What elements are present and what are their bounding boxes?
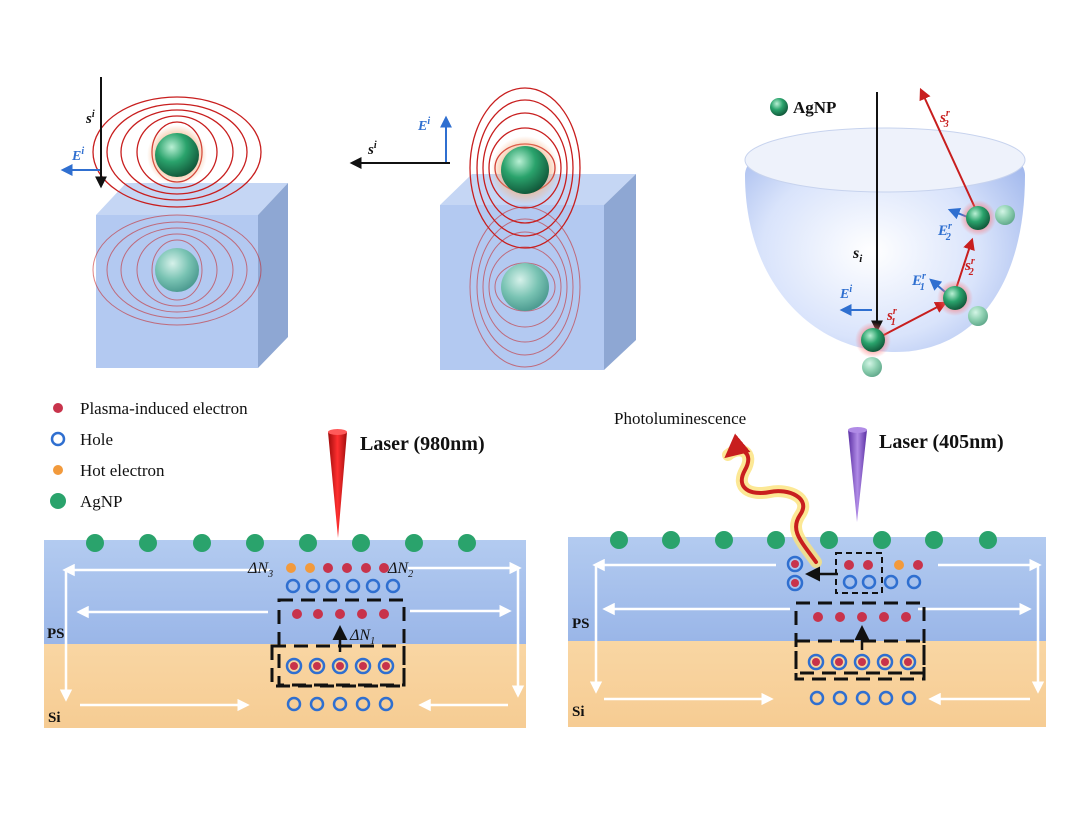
surface-electrons-left xyxy=(323,563,389,573)
legend-hot-electron-dot xyxy=(53,465,63,475)
dn3-label: ΔN3 xyxy=(247,560,273,580)
scatter-np-3 xyxy=(966,206,990,230)
np-shadow-2 xyxy=(968,306,988,326)
legend-electron-label: Plasma-induced electron xyxy=(80,399,248,418)
e-label-b: Ei xyxy=(417,116,430,134)
dashed-box-lower-right xyxy=(794,639,926,681)
e-label-a: Ei xyxy=(71,146,84,164)
dn1-label: ΔN1 xyxy=(349,627,375,647)
dashed-box-upper-right xyxy=(794,601,926,675)
laser-980-top xyxy=(328,429,347,435)
nanoparticle-a xyxy=(155,133,199,177)
ps-label-left: PS xyxy=(47,626,65,642)
paired-carriers-right xyxy=(807,653,917,671)
pl-label: Photoluminescence xyxy=(614,409,746,428)
np-shadow-3 xyxy=(995,205,1015,225)
legend-agnp-ball xyxy=(770,98,788,116)
bottom-left-device: PS Si Laser (980nm) xyxy=(44,429,526,728)
si-label-right: Si xyxy=(572,704,585,720)
laser-980-beam xyxy=(328,432,347,538)
bowl-rim xyxy=(744,127,1026,193)
small-box-electrons-right xyxy=(844,560,873,570)
e-incident-label-c: Ei xyxy=(839,284,852,302)
carrier-legend: Plasma-induced electron Hole Hot electro… xyxy=(50,399,248,511)
s-incident-label-c: si xyxy=(852,245,863,265)
legend-hole-ring xyxy=(50,431,66,447)
white-arrows-right xyxy=(589,558,1045,706)
hot-electrons-left xyxy=(286,563,315,573)
hot-electron-right xyxy=(894,560,904,570)
panel-a-vertical-dipole: si Ei xyxy=(60,77,288,368)
legend-agnp-dot xyxy=(50,493,66,509)
dashed-box-upper-left xyxy=(277,598,406,687)
legend-hole-label: Hole xyxy=(80,430,113,449)
np-shadow-1 xyxy=(862,357,882,377)
image-nanoparticle-a xyxy=(155,248,199,292)
si-label-left: Si xyxy=(48,710,61,726)
legend-agnp-label: AgNP xyxy=(793,98,836,117)
paired-carriers-left xyxy=(285,657,395,675)
laser-980-label: Laser (980nm) xyxy=(360,433,485,455)
surface-electron-right xyxy=(913,560,923,570)
white-arrows-left xyxy=(59,561,525,712)
scatter-np-2 xyxy=(943,286,967,310)
s-label-a: si xyxy=(85,109,95,127)
small-box-holes-right xyxy=(842,574,877,590)
laser-405-beam xyxy=(848,430,867,522)
image-field-lines-b xyxy=(469,206,581,368)
panel-b-horizontal-dipole: si Ei xyxy=(349,87,636,370)
dashed-box-lower-left xyxy=(270,644,406,688)
agnp-row-left xyxy=(86,534,476,552)
bottom-holes-left xyxy=(286,696,394,712)
ps-label-right: PS xyxy=(572,616,590,632)
escaped-carriers-right xyxy=(786,555,804,592)
ps-layer-left xyxy=(44,540,526,644)
mid-electrons-right xyxy=(813,612,911,622)
bottom-holes-right xyxy=(809,690,917,706)
si-layer-right xyxy=(568,641,1046,727)
legend-agnp-text: AgNP xyxy=(80,492,123,511)
agnp-row-right xyxy=(610,531,997,549)
bottom-right-device: PS Si Laser (405nm) Photoluminescence xyxy=(568,409,1046,727)
laser-405-top xyxy=(848,427,867,433)
scatter-np-1 xyxy=(861,328,885,352)
legend-electron-dot xyxy=(53,403,63,413)
image-nanoparticle-b xyxy=(501,263,549,311)
field-lines-a xyxy=(92,96,262,208)
surface-holes-left xyxy=(285,578,401,594)
dn2-label: ΔN2 xyxy=(387,560,413,580)
mid-electrons-left xyxy=(292,609,389,619)
pl-wave-path xyxy=(724,433,818,564)
legend-hot-electron-label: Hot electron xyxy=(80,461,165,480)
image-field-lines-a xyxy=(92,214,262,326)
nanoparticle-b xyxy=(501,146,549,194)
surface-holes-right xyxy=(883,574,922,590)
laser-405-label: Laser (405nm) xyxy=(879,431,1004,453)
s-label-b: si xyxy=(367,140,377,158)
